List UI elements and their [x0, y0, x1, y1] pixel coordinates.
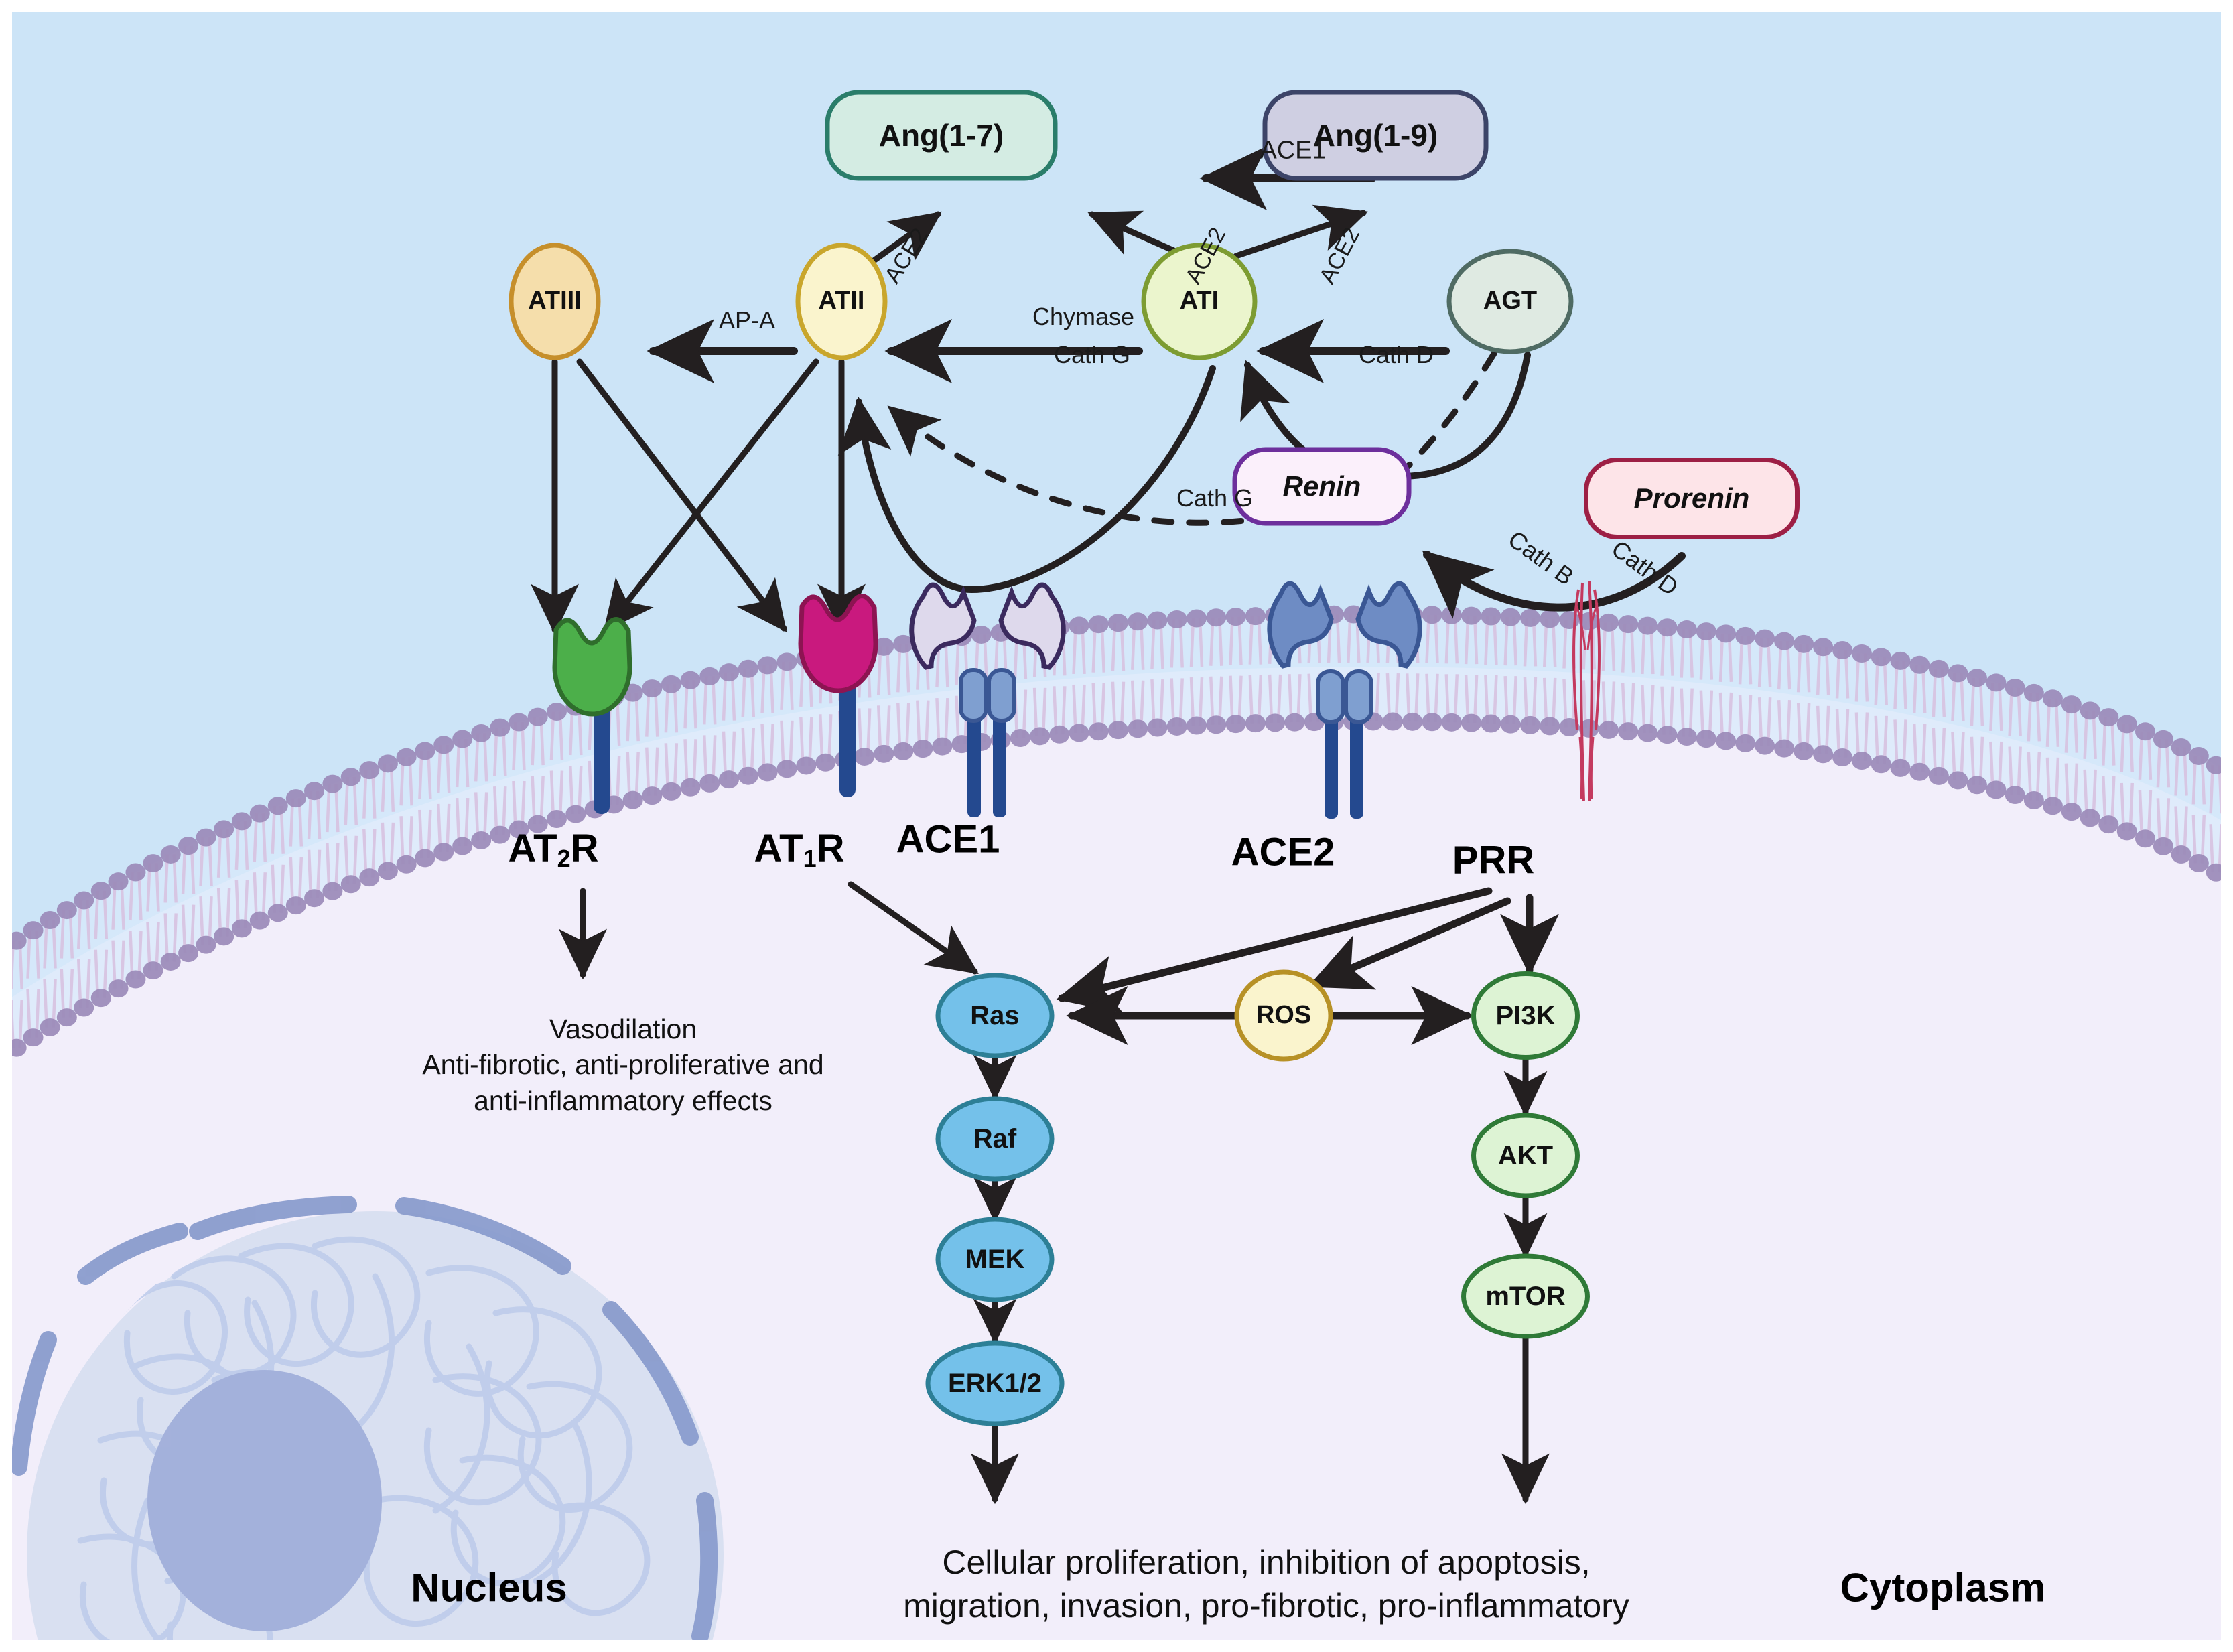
receptor-label-main-prr: PRR	[1452, 838, 1535, 882]
receptor-label-suffix-at2r: R	[570, 827, 599, 871]
receptor-label-sub-at1r: 1	[803, 844, 817, 872]
edge-prorenin-renin	[1422, 550, 1686, 619]
free-text-line: anti-inflammatory effects	[474, 1085, 772, 1116]
edge-label-cath-g-1: Cath G	[1053, 341, 1131, 368]
nucleolus	[147, 1370, 382, 1631]
node-shape-raf[interactable]	[935, 1096, 1055, 1182]
edge-label-chymase: Chymase	[1032, 303, 1135, 330]
edge-ati-ang19	[1233, 204, 1368, 259]
receptor-label-main-at1r: AT	[754, 827, 803, 871]
node-shape-akt[interactable]	[1471, 1113, 1580, 1198]
receptor-label-main-ace2r: ACE2	[1231, 830, 1335, 874]
node-shape-renin[interactable]	[1232, 447, 1412, 526]
edge-at1r-ras	[848, 881, 979, 975]
free-text-at1r-outcomes: Cellular proliferation, inhibition of ap…	[903, 1541, 1629, 1628]
receptor-ace2-graphic	[1267, 581, 1422, 819]
receptor-prr-graphic	[1572, 581, 1601, 801]
node-shape-ang19[interactable]	[1262, 90, 1489, 181]
receptor-label-suffix-at1r: R	[816, 827, 845, 871]
nucleus	[12, 1196, 724, 1640]
edge-prr-ros	[1307, 897, 1511, 990]
edge-renin-atii-dashed	[887, 405, 1313, 526]
receptor-label-prr[interactable]: PRR	[1452, 838, 1534, 883]
receptor-at1r-graphic	[798, 594, 878, 797]
edge-label-ace1-top: ACE1	[1260, 136, 1327, 165]
edge-atiii-at1r	[576, 358, 787, 632]
receptor-label-at1r[interactable]: AT1R	[754, 826, 845, 873]
cytoplasm-label: Cytoplasm	[1840, 1565, 2046, 1610]
edge-atii-at2r	[603, 358, 819, 632]
edge-ati-curve-atii	[837, 365, 1216, 594]
edge-label-cath-d-1: Cath D	[1358, 341, 1434, 368]
receptor-label-sub-at2r: 2	[557, 844, 571, 872]
node-shape-atiii[interactable]	[509, 243, 601, 360]
receptor-label-ace2r[interactable]: ACE2	[1231, 830, 1335, 875]
node-shape-ras[interactable]	[935, 973, 1055, 1058]
receptor-label-main-at2r: AT	[508, 827, 557, 871]
edge-label-cath-g-2: Cath G	[1176, 484, 1254, 512]
free-text-line: Anti-fibrotic, anti-proliferative and	[422, 1049, 824, 1081]
node-shape-mek[interactable]	[935, 1217, 1055, 1302]
edge-agt-renin-dashed	[1394, 350, 1497, 480]
node-shape-atii[interactable]	[795, 243, 888, 360]
free-text-line: Cellular proliferation, inhibition of ap…	[942, 1543, 1591, 1581]
edge-atii-ang17	[868, 211, 942, 266]
node-shape-mtor[interactable]	[1461, 1253, 1590, 1339]
free-text-line: migration, invasion, pro-fibrotic, pro-i…	[903, 1587, 1629, 1625]
plasma-membrane	[12, 605, 2221, 1057]
receptor-label-main-ace1r: ACE1	[896, 817, 1000, 862]
free-text-line: Vasodilation	[549, 1014, 697, 1044]
node-shape-ros[interactable]	[1234, 969, 1333, 1062]
receptor-label-at2r[interactable]: AT2R	[509, 826, 599, 873]
edge-label-ap-a: AP-A	[718, 306, 776, 334]
nuclear-pores	[12, 1196, 718, 1640]
edge-ati-ang17	[1087, 210, 1189, 259]
node-shape-ang17[interactable]	[825, 90, 1058, 181]
node-shape-prorenin[interactable]	[1584, 458, 1800, 539]
receptor-ace1-graphic	[909, 582, 1066, 817]
node-shape-ati[interactable]	[1141, 243, 1258, 360]
node-shape-agt[interactable]	[1446, 249, 1574, 354]
node-shape-erk[interactable]	[925, 1340, 1065, 1426]
receptor-at2r-graphic	[552, 617, 632, 814]
node-shape-pi3k[interactable]	[1471, 971, 1580, 1060]
receptor-label-ace1r[interactable]: ACE1	[896, 817, 1000, 862]
nucleus-label: Nucleus	[411, 1565, 567, 1610]
edge-prr-ras	[1056, 887, 1493, 1014]
